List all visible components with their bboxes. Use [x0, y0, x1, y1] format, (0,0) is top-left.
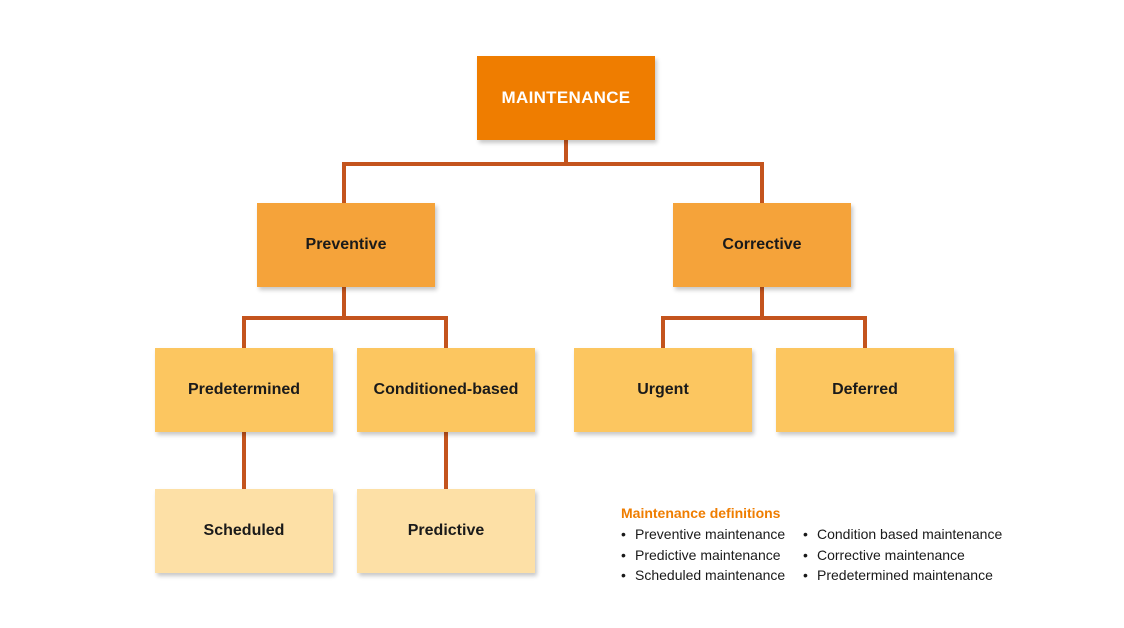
bullet-icon: •	[621, 526, 626, 542]
connector-root-to-level1	[342, 140, 764, 203]
bullet-icon: •	[803, 567, 808, 583]
legend-column-2: • Condition based maintenance • Corrective…	[803, 524, 1002, 586]
legend-item: • Corrective maintenance	[803, 545, 1002, 566]
connector-preventive-to-children	[242, 287, 448, 348]
bullet-icon: •	[621, 546, 626, 563]
legend-title: Maintenance definitions	[621, 505, 781, 521]
bullet-icon: •	[621, 567, 626, 583]
node-maintenance: MAINTENANCE	[477, 56, 655, 140]
node-conditioned-based: Conditioned-based	[357, 348, 535, 432]
bullet-icon: •	[803, 546, 808, 563]
legend-item-label: Condition based maintenance	[817, 526, 1003, 542]
node-corrective: Corrective	[673, 203, 851, 287]
connector-corrective-to-children	[661, 287, 867, 348]
legend-item: • Preventive maintenance	[621, 524, 803, 545]
node-predictive: Predictive	[357, 489, 535, 573]
legend-item-label: Preventive maintenance	[635, 526, 786, 542]
bullet-icon: •	[803, 526, 808, 542]
legend-column-1: • Preventive maintenance • Predictive main…	[621, 524, 803, 586]
node-preventive: Preventive	[257, 203, 435, 287]
legend-maintenance-definitions: Maintenance definitions • Preventive main…	[621, 505, 1041, 586]
legend-item-label: Corrective maintenance	[817, 546, 965, 563]
legend-columns: • Preventive maintenance • Predictive main…	[621, 524, 1041, 586]
legend-item: • Predictive maintenance	[621, 545, 803, 566]
node-scheduled: Scheduled	[155, 489, 333, 573]
node-deferred: Deferred	[776, 348, 954, 432]
node-urgent: Urgent	[574, 348, 752, 432]
legend-item: • Predetermined maintenance	[803, 565, 1002, 586]
legend-item: • Condition based maintenance	[803, 524, 1002, 545]
legend-item: • Scheduled maintenance	[621, 565, 803, 586]
legend-item-label: Scheduled maintenance	[635, 567, 786, 583]
legend-item-label: Predetermined maintenance	[817, 567, 993, 583]
legend-item-label: Predictive maintenance	[635, 546, 781, 563]
node-predetermined: Predetermined	[155, 348, 333, 432]
